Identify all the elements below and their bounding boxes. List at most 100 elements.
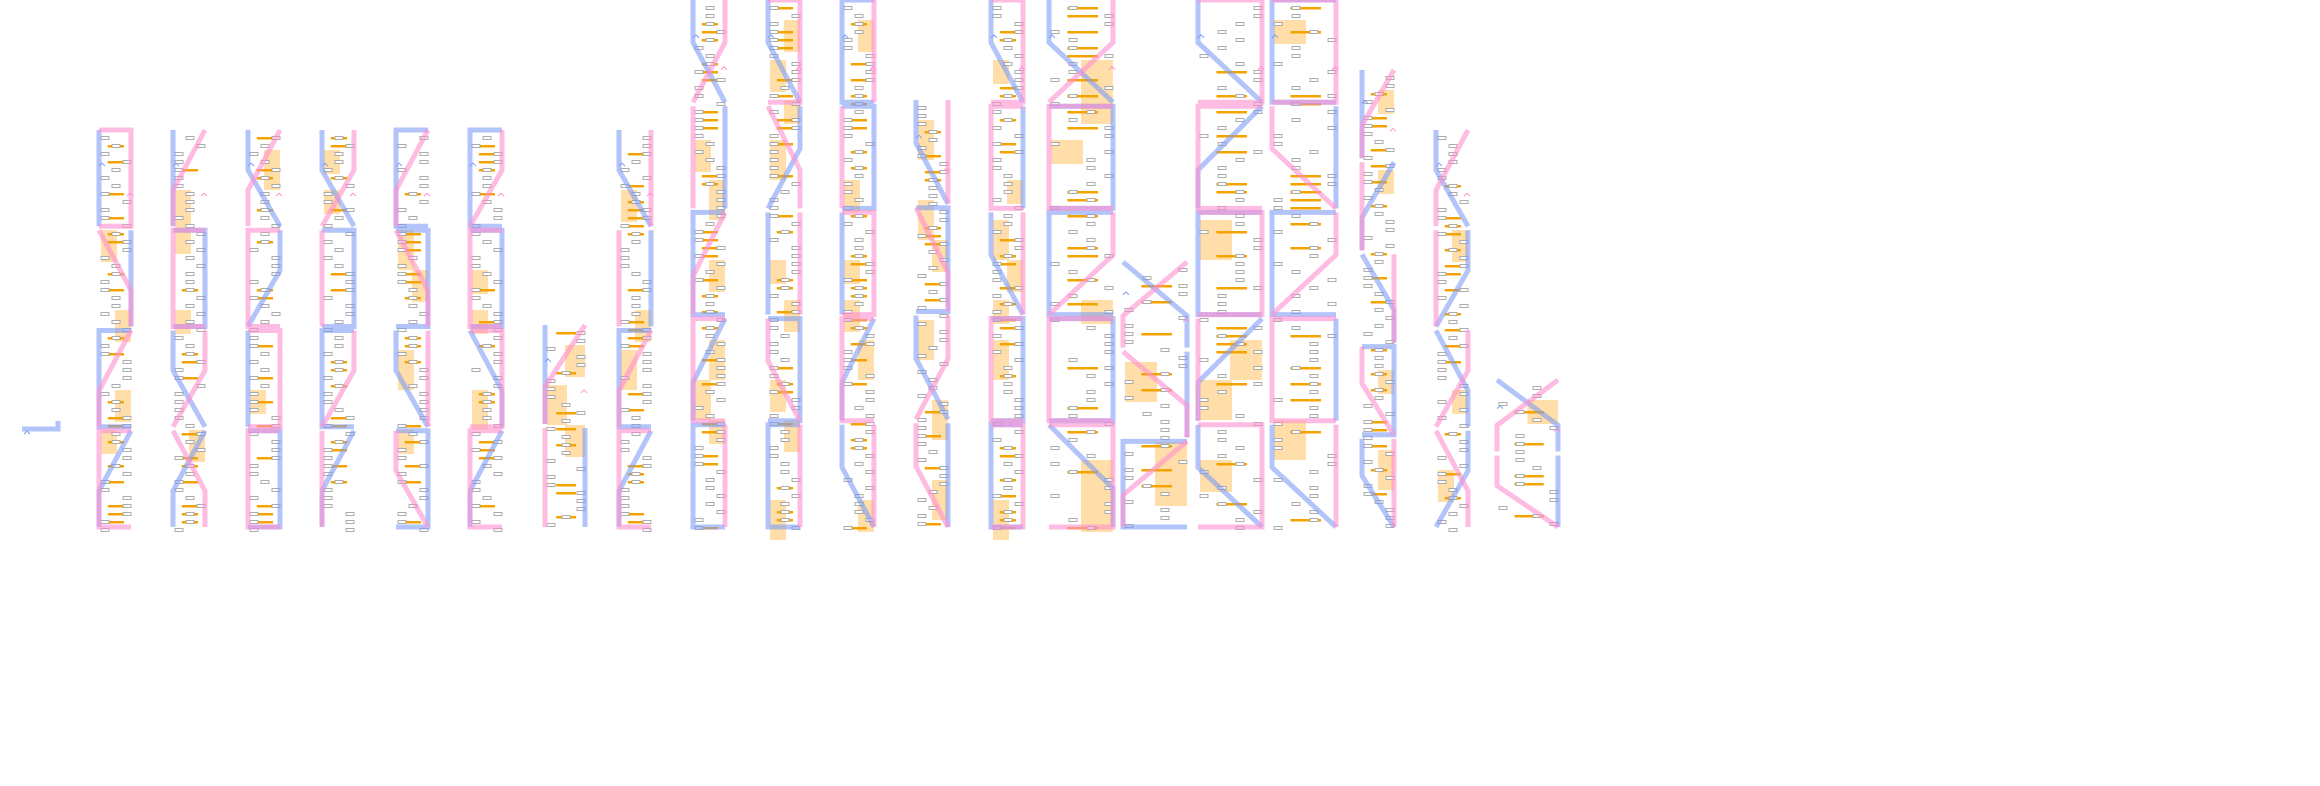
base-tick — [1291, 86, 1301, 90]
base-tick — [471, 448, 481, 452]
base-tick — [1448, 512, 1458, 516]
highlight-region — [1452, 230, 1468, 262]
base-tick — [271, 312, 281, 316]
domain-bar — [1290, 223, 1321, 226]
staple-strand — [1046, 0, 1116, 530]
base-tick — [174, 392, 184, 396]
base-tick — [1235, 278, 1245, 282]
base-tick — [397, 512, 407, 516]
base-tick — [854, 406, 864, 410]
base-tick — [1003, 446, 1013, 450]
base-tick — [493, 216, 503, 220]
base-tick — [992, 350, 1002, 354]
base-tick — [992, 294, 1002, 298]
base-tick — [1217, 166, 1227, 170]
domain-bar — [1067, 431, 1098, 434]
domain-bar — [1370, 277, 1387, 280]
base-tick — [1437, 368, 1447, 372]
strand-end-arrow-icon — [841, 34, 849, 39]
base-tick — [185, 200, 195, 204]
base-tick — [769, 142, 779, 146]
domain-bar — [1216, 231, 1247, 234]
base-tick — [780, 470, 790, 474]
base-tick — [100, 192, 110, 196]
base-tick — [576, 411, 586, 415]
highlight-region — [565, 425, 585, 457]
base-tick — [260, 216, 270, 220]
domain-bar — [701, 119, 718, 122]
base-tick — [1235, 198, 1245, 202]
staple-strand — [319, 130, 357, 527]
base-tick — [334, 264, 344, 268]
base-tick — [1309, 246, 1319, 250]
base-tick — [642, 456, 652, 460]
domain-bar — [256, 401, 273, 404]
base-tick — [1437, 352, 1447, 356]
base-tick — [917, 418, 927, 422]
base-tick — [185, 136, 195, 140]
domain-bar — [627, 321, 644, 324]
base-tick — [323, 496, 333, 500]
base-tick — [334, 480, 344, 484]
base-tick — [1374, 204, 1384, 208]
base-tick — [1217, 454, 1227, 458]
base-tick — [323, 504, 333, 508]
base-tick — [323, 400, 333, 404]
base-tick — [1448, 144, 1458, 148]
base-tick — [1086, 454, 1096, 458]
base-tick — [705, 6, 715, 10]
base-tick — [1437, 296, 1447, 300]
scaffold-strand — [1046, 0, 1116, 527]
base-tick — [1217, 174, 1227, 178]
highlight-region — [858, 20, 874, 52]
base-tick — [1515, 442, 1525, 446]
base-tick — [642, 368, 652, 372]
base-tick — [1515, 450, 1525, 454]
domain-bar — [181, 377, 198, 380]
base-tick — [1273, 230, 1283, 234]
highlight-region — [918, 320, 934, 360]
domain-bar — [107, 161, 124, 164]
base-tick — [1363, 276, 1373, 280]
domain-bar — [1067, 55, 1098, 58]
strand-end-arrow-icon — [1361, 99, 1369, 105]
highlight-region — [932, 480, 948, 520]
base-tick — [408, 296, 418, 300]
base-tick — [620, 256, 630, 260]
base-tick — [620, 512, 630, 516]
domain-bar — [627, 409, 644, 412]
base-tick — [843, 38, 853, 42]
base-tick — [561, 403, 571, 407]
domain-bar — [1216, 383, 1247, 386]
highlight-region — [1007, 180, 1023, 204]
domain-bar — [330, 289, 347, 292]
base-tick — [1498, 402, 1508, 406]
base-tick — [546, 347, 556, 351]
base-tick — [854, 294, 864, 298]
domain-bar — [556, 412, 576, 415]
domain-bar — [850, 383, 867, 386]
base-tick — [992, 494, 1002, 498]
base-tick — [843, 158, 853, 162]
base-tick — [769, 38, 779, 42]
base-tick — [1291, 54, 1301, 58]
base-tick — [111, 320, 121, 324]
domain-bar — [701, 231, 718, 234]
base-tick — [716, 286, 726, 290]
base-tick — [620, 344, 630, 348]
domain-bar — [999, 495, 1016, 498]
base-tick — [642, 392, 652, 396]
strand-end-arrow-icon — [1553, 427, 1561, 432]
base-tick — [334, 408, 344, 412]
highlight-region — [784, 100, 800, 124]
base-tick — [1515, 458, 1525, 462]
base-tick — [780, 286, 790, 290]
base-tick — [1003, 302, 1013, 306]
base-tick — [992, 6, 1002, 10]
base-tick — [397, 352, 407, 356]
base-tick — [780, 86, 790, 90]
domain-bar — [627, 217, 644, 220]
scaffold-strand — [913, 100, 951, 527]
base-tick — [1068, 358, 1078, 362]
highlight-region — [1438, 470, 1454, 502]
